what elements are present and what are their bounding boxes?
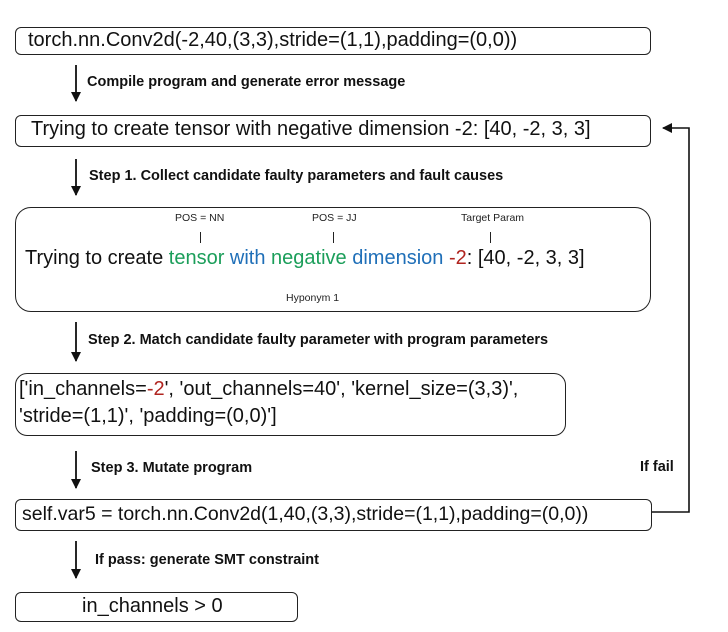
params-faulty-value: -2: [146, 378, 165, 400]
params-line-1: ['in_channels=-2', 'out_channels=40', 'k…: [19, 378, 518, 401]
word-tensor: tensor: [168, 247, 225, 269]
params-line-1-end: ', 'out_channels=40', 'kernel_size=(3,3)…: [164, 378, 519, 400]
if-fail-label: If fail: [640, 459, 674, 475]
code-box: [15, 27, 651, 55]
pos-nn-label: POS = NN: [175, 212, 225, 224]
step2-label: Step 2. Match candidate faulty parameter…: [88, 332, 549, 348]
error-box-text: Trying to create tensor with negative di…: [31, 118, 591, 140]
word-negative: negative: [271, 247, 347, 269]
annotated-box: [15, 207, 651, 312]
params-box: [15, 373, 566, 436]
code-box-text: torch.nn.Conv2d(-2,40,(3,3),stride=(1,1)…: [28, 29, 518, 51]
step1-label: Step 1. Collect candidate faulty paramet…: [89, 168, 504, 184]
annotated-suffix: : [40, -2, 3, 3]: [466, 247, 585, 269]
constraint-box-text: in_channels > 0: [82, 595, 223, 617]
compile-label: Compile program and generate error messa…: [87, 74, 406, 90]
target-param-tick: [490, 232, 492, 243]
target-param-label: Target Param: [461, 212, 525, 224]
word-with: with: [224, 247, 272, 269]
annotated-sentence: Trying to create tensor with negative di…: [25, 247, 585, 270]
target-value: -2: [448, 247, 467, 269]
pos-jj-label: POS = JJ: [312, 212, 357, 224]
mutated-box-text: self.var5 = torch.nn.Conv2d(1,40,(3,3),s…: [22, 503, 589, 525]
pos-jj-tick: [333, 232, 335, 243]
params-line-2: 'stride=(1,1)', 'padding=(0,0)']: [19, 405, 277, 427]
pos-nn-tick: [200, 232, 202, 243]
hyponym-label: Hyponym 1: [286, 292, 340, 304]
params-line-1-start: ['in_channels=: [19, 378, 147, 400]
annotated-prefix: Trying to create: [25, 247, 169, 269]
feedback-loop-arrow: [652, 123, 690, 513]
step3-label: Step 3. Mutate program: [91, 460, 253, 476]
constraint-box: [15, 592, 298, 622]
word-dimension: dimension: [346, 247, 444, 269]
pass-label: If pass: generate SMT constraint: [95, 552, 319, 568]
error-box: [15, 115, 651, 147]
mutated-box: [15, 499, 652, 531]
